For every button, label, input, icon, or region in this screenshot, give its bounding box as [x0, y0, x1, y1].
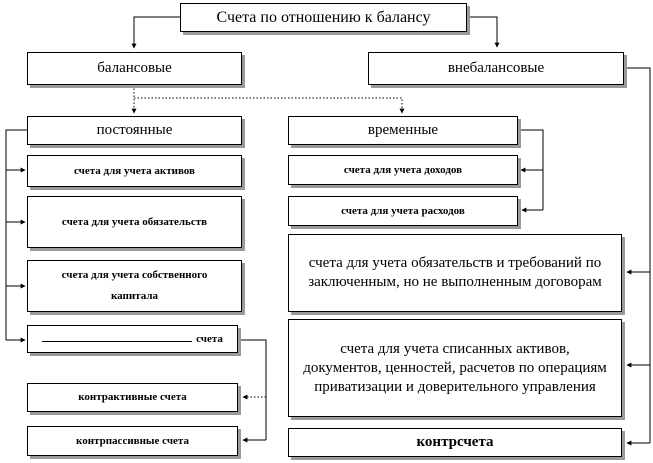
written-off-assets-accounts-box: счета для учета списанных активов, докум…: [288, 319, 622, 417]
root-label: Счета по отношению к балансу: [216, 8, 431, 26]
liabilities-accounts-label: счета для учета обязательств: [61, 215, 208, 228]
permanent-accounts-box: постоянные: [27, 116, 242, 145]
blank-line: [42, 330, 193, 342]
balance-accounts-label: балансовые: [97, 60, 172, 76]
income-accounts-label: счета для учета доходов: [343, 163, 463, 176]
temporary-accounts-label: временные: [367, 122, 439, 138]
regulating-accounts-label: счета: [42, 329, 223, 350]
income-accounts-box: счета для учета доходов: [288, 155, 518, 185]
written-off-assets-accounts-label: счета для учета списанных активов, докум…: [303, 340, 607, 395]
contract-obligations-accounts-label: счета для учета обязательств и требовани…: [308, 255, 602, 290]
counter-accounts-box: контрсчета: [288, 428, 622, 457]
expense-accounts-box: счета для учета расходов: [288, 196, 518, 226]
contra-passive-accounts-box: контрпассивные счета: [27, 426, 238, 456]
offbalance-accounts-label: внебалансовые: [447, 60, 545, 76]
equity-accounts-box: счета для учета собственного капитала: [27, 260, 242, 312]
temporary-accounts-box: временные: [288, 116, 518, 145]
balance-accounts-box: балансовые: [27, 52, 242, 85]
regulating-accounts-box: счета: [27, 325, 238, 353]
counter-accounts-label: контрсчета: [416, 434, 494, 450]
liabilities-accounts-box: счета для учета обязательств: [27, 196, 242, 248]
root-box: Счета по отношению к балансу: [180, 3, 467, 32]
permanent-accounts-label: постоянные: [96, 122, 173, 138]
contract-obligations-accounts-box: счета для учета обязательств и требовани…: [288, 234, 622, 312]
contra-active-accounts-label: контрактивные счета: [78, 391, 187, 403]
contra-active-accounts-box: контрактивные счета: [27, 383, 238, 412]
expense-accounts-label: счета для учета расходов: [341, 204, 465, 217]
offbalance-accounts-box: внебалансовые: [368, 52, 624, 85]
contra-passive-accounts-label: контрпассивные счета: [76, 434, 189, 447]
assets-accounts-box: счета для учета активов: [27, 155, 242, 187]
equity-accounts-label: счета для учета собственного капитала: [61, 269, 208, 302]
assets-accounts-label: счета для учета активов: [74, 164, 195, 177]
